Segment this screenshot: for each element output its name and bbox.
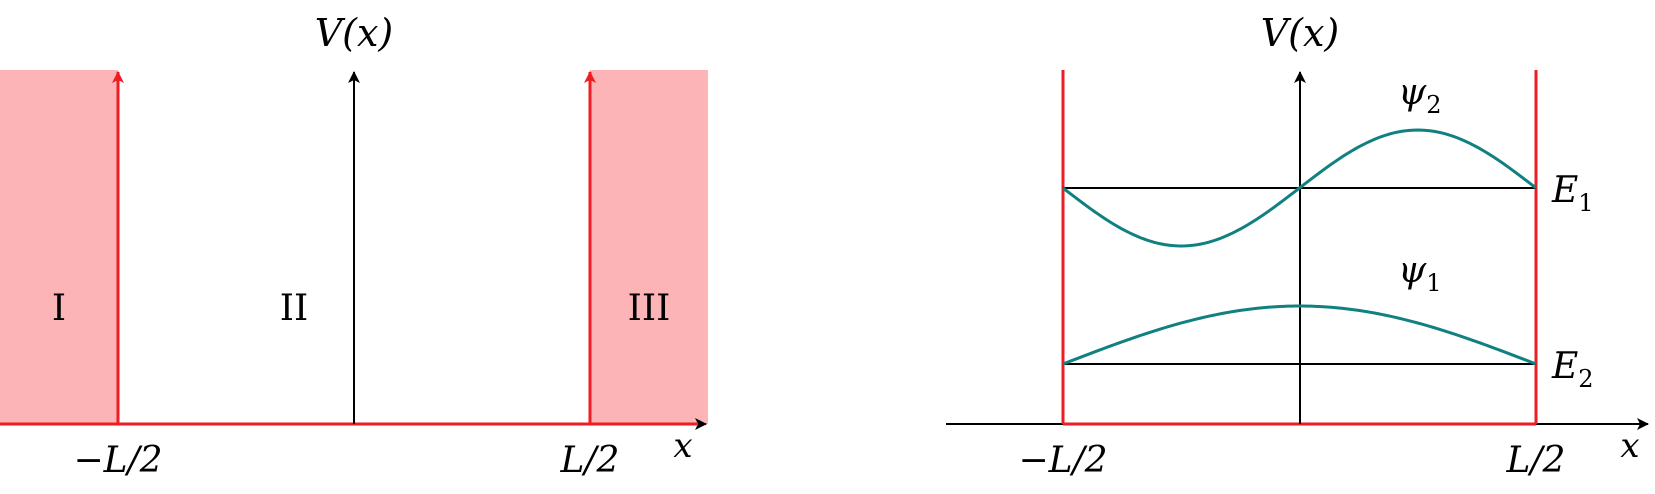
right-tick-minus-half-L: −L/2: [1018, 440, 1107, 481]
psi-2-curve: [1062, 128, 1537, 248]
region-III-label: III: [628, 288, 671, 329]
right-y-axis-label: V(x): [1261, 11, 1340, 55]
right-tick-plus-half-L: L/2: [1506, 440, 1566, 481]
psi-1-label: ψ1: [1398, 250, 1442, 297]
psi-1-label-main: ψ: [1398, 250, 1427, 291]
energy-label-upper-main: E: [1551, 170, 1578, 211]
left-y-axis-label: V(x): [315, 11, 394, 55]
region-III-fill: [590, 70, 708, 424]
energy-label-upper: E1: [1551, 170, 1594, 217]
right-x-axis-label: x: [1620, 426, 1639, 466]
region-I-fill: [0, 70, 118, 424]
region-II-label: II: [280, 288, 308, 329]
energy-label-lower-main: E: [1551, 346, 1578, 387]
energy-label-lower: E2: [1551, 346, 1594, 393]
psi-2-label-main: ψ: [1398, 72, 1427, 113]
psi-1-curve: [1062, 304, 1537, 366]
left-tick-minus-half-L: −L/2: [73, 440, 162, 481]
region-I-label: I: [52, 288, 66, 329]
energy-label-upper-sub: 1: [1578, 189, 1593, 217]
energy-label-lower-sub: 2: [1578, 365, 1593, 393]
psi-1-label-sub: 1: [1426, 269, 1441, 297]
right-panel: V(x) x −L/2 L/2 E1 E2 ψ2 ψ1: [946, 11, 1649, 481]
psi-2-label: ψ2: [1398, 72, 1442, 119]
psi-2-label-sub: 2: [1426, 91, 1441, 119]
left-tick-plus-half-L: L/2: [560, 440, 620, 481]
left-x-axis-label: x: [673, 426, 692, 466]
left-panel: V(x) x −L/2 L/2 I II III: [0, 11, 708, 481]
